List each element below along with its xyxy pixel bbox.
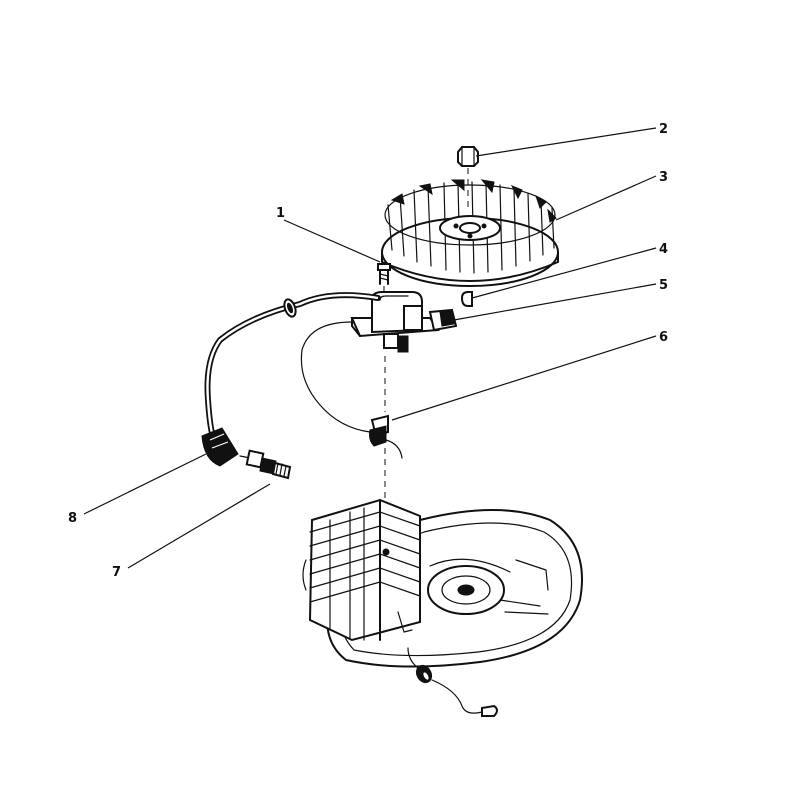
wire-clip <box>369 414 389 552</box>
ground-wire <box>300 321 403 459</box>
callout-label-4: 4 <box>659 242 668 257</box>
callout-label-7: 7 <box>112 565 121 580</box>
callout-7: 7 <box>112 483 271 580</box>
callout-4: 4 <box>471 242 668 299</box>
spark-plug-boot <box>201 427 239 467</box>
callout-8: 8 <box>68 453 207 526</box>
callout-label-2: 2 <box>659 122 668 137</box>
callout-label-1: 1 <box>276 206 285 221</box>
callout-label-3: 3 <box>659 170 668 185</box>
flywheel-key <box>460 291 473 307</box>
spark-plug <box>239 449 292 480</box>
flywheel <box>381 179 559 287</box>
callout-2: 2 <box>475 122 668 157</box>
engine-block <box>302 498 583 668</box>
callout-5: 5 <box>453 278 668 321</box>
spark-plug-wire <box>204 292 381 443</box>
callout-6: 6 <box>391 330 668 421</box>
ground-lead <box>407 647 498 717</box>
ignition-module <box>350 291 458 412</box>
callout-label-8: 8 <box>68 511 77 526</box>
flywheel-nut <box>457 146 479 212</box>
callout-1: 1 <box>276 206 381 263</box>
callout-label-6: 6 <box>659 330 668 345</box>
callout-3: 3 <box>555 170 668 221</box>
callout-label-5: 5 <box>659 278 668 293</box>
